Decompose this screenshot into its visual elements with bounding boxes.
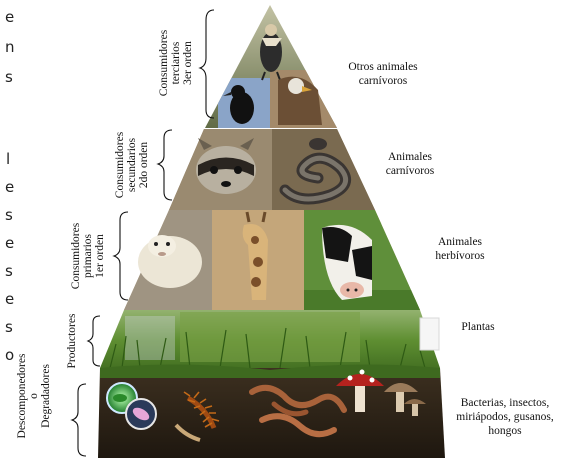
label-line: Consumidores (114, 132, 126, 198)
brace-tertiary (200, 10, 214, 118)
label-line: Consumidores (158, 30, 170, 96)
label-tertiary-consumers: Consumidores terciarios 3er orden (158, 30, 194, 96)
label-line: Consumidores (70, 223, 82, 289)
label-line: terciarios (170, 30, 182, 96)
pale-overlay-box (420, 318, 439, 350)
brace-secondary (158, 130, 172, 200)
label-line: 1er orden (94, 223, 106, 289)
producers-level-band (95, 305, 445, 375)
desc-decomposers: Bacterias, insectos, miriápodos, gusanos… (446, 396, 564, 438)
edge-char: e (5, 8, 14, 26)
label-line: primarios (82, 223, 94, 289)
desc-tertiary: Otros animales carnívoros (328, 60, 438, 88)
label-secondary-consumers: Consumidores secundarios 2do orden (114, 132, 150, 198)
desc-line: carnívoros (328, 74, 438, 88)
edge-char: e (5, 290, 14, 308)
desc-line: Animales (370, 150, 450, 164)
desc-line: Animales (420, 235, 500, 249)
edge-char: o (5, 346, 14, 364)
raccoon-icon (196, 138, 256, 194)
edge-char: e (5, 234, 14, 252)
label-primary-consumers: Consumidores primarios 1er orden (70, 223, 106, 289)
desc-secondary: Animales carnívoros (370, 150, 450, 178)
desc-line: Otros animales (328, 60, 438, 74)
label-producers: Productores (66, 314, 78, 369)
edge-char: e (5, 178, 14, 196)
brace-decomposers (72, 384, 86, 456)
desc-line: carnívoros (370, 164, 450, 178)
edge-char: s (5, 318, 13, 336)
label-line: secundarios (126, 132, 138, 198)
secondary-level-band (160, 125, 382, 215)
edge-char: n (5, 38, 15, 56)
desc-line: miriápodos, gusanos, (446, 410, 564, 424)
label-line: Degradadores (40, 354, 52, 439)
brace-primary (114, 212, 128, 300)
desc-line: herbívoros (420, 249, 500, 263)
label-line: 3er orden (182, 30, 194, 96)
edge-char: s (5, 262, 13, 280)
desc-line: Bacterias, insectos, (446, 396, 564, 410)
brace-producers (88, 316, 100, 366)
label-line: Productores (66, 314, 78, 369)
desc-primary: Animales herbívoros (420, 235, 500, 263)
edge-char: s (5, 206, 13, 224)
desc-line: hongos (446, 424, 564, 438)
eagle-icon (278, 77, 322, 125)
desc-line: Plantas (448, 320, 508, 334)
edge-char: l (6, 150, 10, 168)
label-line: Descomponedores (16, 354, 28, 439)
edge-char: s (5, 68, 13, 86)
label-line: 2do orden (138, 132, 150, 198)
desc-producers: Plantas (448, 320, 508, 334)
label-decomposers: Descomponedores o Degradadores (16, 354, 52, 439)
label-line: o (28, 354, 40, 439)
